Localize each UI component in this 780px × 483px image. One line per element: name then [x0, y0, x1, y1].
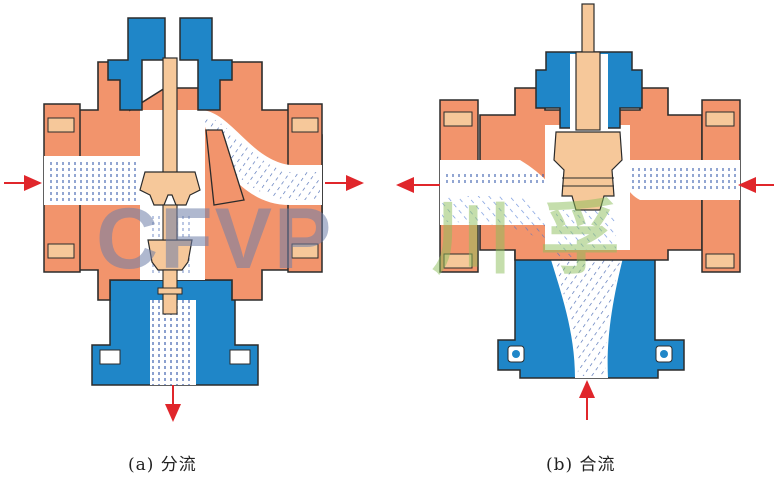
valve-b-stem	[581, 3, 595, 57]
valve-a-upper-plug	[139, 171, 201, 206]
valve-a-diverging	[4, 17, 364, 422]
left-caption: (a) 分流	[128, 455, 197, 475]
valve-b-mixing	[396, 3, 774, 420]
valve-a-top-bonnet	[107, 17, 166, 111]
right-caption: (b) 合流	[546, 455, 616, 475]
valve-a-stem	[162, 57, 178, 179]
valve-b-plug	[553, 131, 623, 211]
valve-a-lower-plug	[147, 239, 193, 271]
